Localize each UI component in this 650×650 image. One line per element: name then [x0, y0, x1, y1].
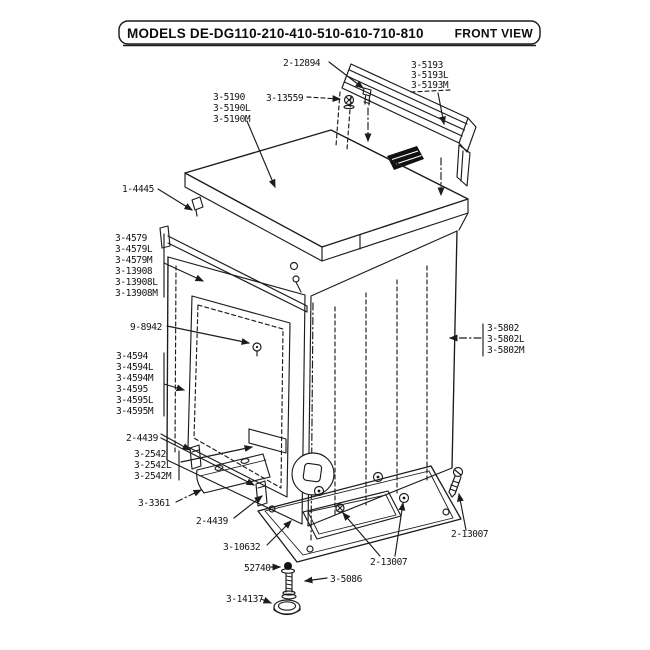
callout-door-0: 3-4579	[115, 233, 148, 244]
callout-panel-3: 3-4595	[116, 384, 148, 395]
callout-panel-4: 3-4595L	[116, 395, 154, 406]
callout-side-0: 3-5802	[487, 323, 519, 334]
callout-console-2: 3-5193M	[411, 80, 449, 91]
base-drawing	[189, 444, 464, 563]
cabinet-drawing	[166, 230, 458, 541]
callout-toe-2: 3-2542M	[134, 471, 172, 482]
toe-rail-drawing	[196, 453, 271, 494]
callout-labels: 2-12894 3-13559 3-5190 3-5190L 3-5190M 3…	[115, 58, 525, 605]
callout-side-1: 3-5802L	[487, 334, 525, 345]
callout-door-5: 3-13908M	[115, 288, 158, 299]
title-bar: MODELS DE-DG110-210-410-510-610-710-810 …	[118, 20, 541, 47]
callout-panel-2: 3-4594M	[116, 373, 154, 384]
callout-side-screw: 2-13007	[451, 529, 488, 540]
callout-toe-1: 3-2542L	[134, 460, 172, 471]
callout-door-2: 3-4579M	[115, 255, 153, 266]
callout-toe-rail: 3-3361	[138, 498, 171, 509]
callout-foot: 3-14137	[226, 594, 263, 605]
callout-trim: 1-4445	[122, 184, 154, 195]
callout-leg-upper: 2-4439	[126, 433, 159, 444]
callout-panel-0: 3-4594	[116, 351, 149, 362]
callout-toe-0: 3-2542	[134, 449, 166, 460]
callout-top-bolt: 2-12894	[283, 58, 321, 69]
trim-strip-drawing	[159, 196, 308, 313]
callout-lid-2: 3-5190M	[213, 114, 251, 125]
models-title: MODELS DE-DG110-210-410-510-610-710-810	[127, 26, 424, 41]
callout-panel-1: 3-4594L	[116, 362, 154, 373]
vent-grille	[387, 146, 424, 170]
callout-nut: 52740	[244, 563, 271, 574]
leader-lines	[157, 61, 484, 604]
callout-door-4: 3-13908L	[115, 277, 158, 288]
callout-door-holder: 9-8942	[130, 322, 162, 333]
callout-lid-1: 3-5190L	[213, 103, 251, 114]
lid-drawing	[184, 129, 469, 262]
callout-side-2: 3-5802M	[487, 345, 525, 356]
callout-door-3: 3-13908	[115, 266, 153, 277]
foot-assembly-drawing	[273, 562, 301, 616]
callout-console-1: 3-5193L	[411, 70, 449, 81]
callout-lid-0: 3-5190	[213, 92, 246, 103]
callout-base-screws: 2-13007	[370, 557, 407, 568]
callout-leg-lower: 2-4439	[196, 516, 229, 527]
title-border	[118, 20, 541, 45]
callout-console-0: 3-5193	[411, 60, 443, 71]
callout-door-1: 3-4579L	[115, 244, 153, 255]
callout-top-screw: 3-13559	[266, 93, 304, 104]
view-title: FRONT VIEW	[455, 27, 534, 41]
callout-base: 3-10632	[223, 542, 260, 553]
callout-panel-5: 3-4595M	[116, 406, 154, 417]
callout-stud: 3-5086	[330, 574, 363, 585]
